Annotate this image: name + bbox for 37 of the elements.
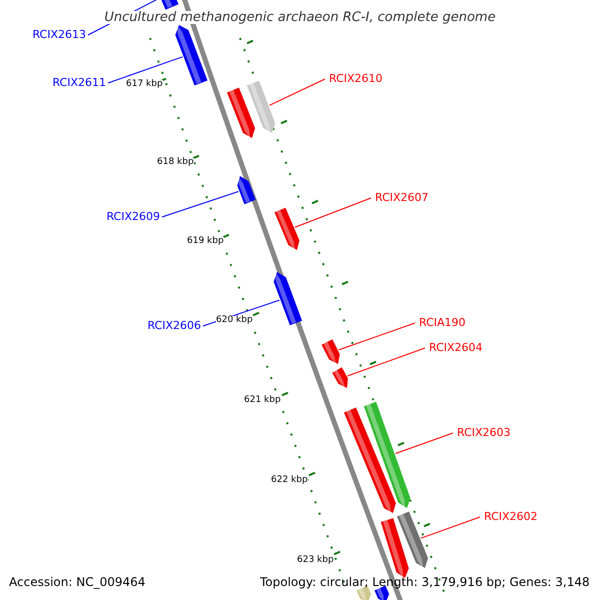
gene-segment <box>322 339 340 364</box>
leader-line <box>395 432 454 454</box>
gene-label: RCIX2609 <box>106 211 160 222</box>
scale-label: 620 kbp <box>216 316 253 325</box>
gene-segment <box>175 25 208 86</box>
gene-segment <box>332 367 348 388</box>
gene-label: RCIX2606 <box>147 320 201 331</box>
gene-label: RCIX2602 <box>484 511 538 522</box>
leader-line <box>162 191 239 218</box>
gene-segment <box>158 0 178 10</box>
scale-label: 618 kbp <box>157 158 194 167</box>
gene-segment <box>237 176 256 204</box>
gene-label: RCIX2611 <box>52 77 106 88</box>
gene-segment <box>364 402 410 508</box>
gene-label: RCIX2610 <box>329 73 383 84</box>
gene-label: RCIX2613 <box>32 29 86 40</box>
leader-line <box>420 516 480 539</box>
gene-segment <box>397 512 428 568</box>
genome-info-text: Topology: circular; Length: 3,179,916 bp; Genes: 3,148 <box>260 576 590 588</box>
accession-text: Accession: NC_009464 <box>9 576 146 588</box>
leader-line <box>338 322 416 350</box>
scale-label: 617 kbp <box>126 80 163 89</box>
scale-label: 619 kbp <box>187 237 224 246</box>
gene-segment <box>274 272 302 326</box>
leader-line <box>347 348 426 376</box>
gene-label: RCIX2607 <box>375 192 429 203</box>
scale-label: 622 kbp <box>271 476 308 485</box>
gene-label: RCIX2604 <box>429 342 483 353</box>
leader-line <box>294 198 372 228</box>
scale-label: 623 kbp <box>297 556 334 565</box>
gene-segment <box>246 80 276 133</box>
gene-label: RCIX2603 <box>457 427 511 438</box>
scale-label: 621 kbp <box>244 396 281 405</box>
leader-line <box>108 56 184 84</box>
gene-label: RCIA190 <box>419 317 466 328</box>
gene-segment <box>274 208 300 250</box>
leader-line <box>269 78 326 106</box>
